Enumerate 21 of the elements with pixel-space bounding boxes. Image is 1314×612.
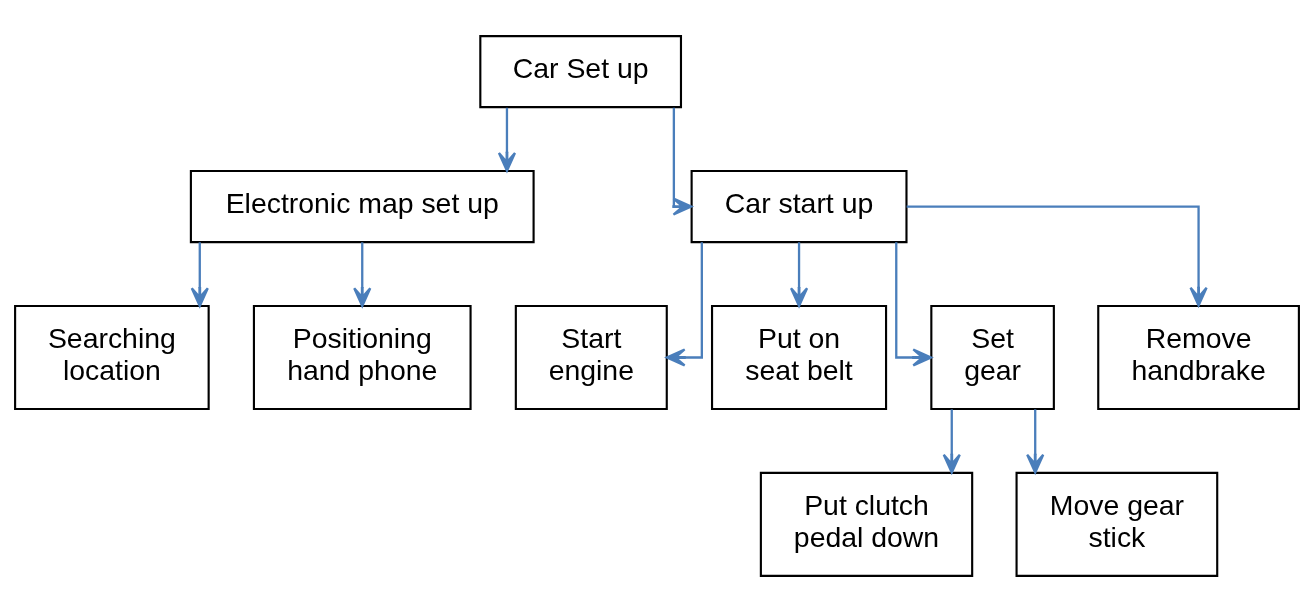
node-box: Remove handbrake [1097, 304, 1300, 411]
node-box: Car start up [690, 170, 908, 244]
node-box: Electronic map set up [189, 170, 535, 244]
arrow [353, 242, 372, 308]
node-box: Move gear stick [1015, 471, 1219, 577]
arrow [665, 242, 703, 367]
node-box: Put on seat belt [710, 304, 888, 411]
arrow [942, 409, 961, 474]
node-box: Put clutch pedal down [759, 471, 974, 577]
node-box: Start engine [514, 304, 668, 411]
arrow [789, 242, 809, 308]
node-box: Searching location [14, 304, 210, 411]
arrow [906, 205, 1208, 307]
arrow [497, 107, 517, 172]
arrow [1026, 409, 1045, 474]
node-box: Set gear [930, 304, 1055, 411]
arrow [672, 107, 693, 216]
node-box: Car Set up [479, 35, 683, 109]
arrow [190, 242, 209, 308]
node-box: Positioning hand phone [252, 304, 472, 411]
arrow [895, 242, 933, 367]
